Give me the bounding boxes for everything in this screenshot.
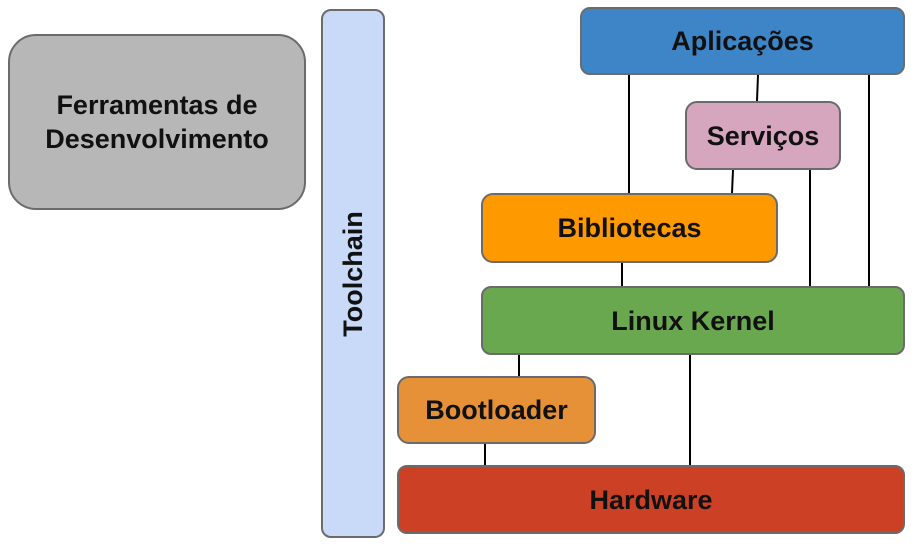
bibliotecas-box: Bibliotecas	[481, 193, 778, 263]
linux-kernel-box: Linux Kernel	[481, 286, 905, 355]
linux-kernel-label: Linux Kernel	[611, 305, 775, 336]
servicos-label: Serviços	[706, 120, 820, 151]
bibliotecas-label: Bibliotecas	[557, 213, 702, 243]
toolchain-label: Toolchain	[338, 210, 368, 337]
hardware-box: Hardware	[397, 465, 905, 534]
ferramentas-de-desenvolvimento-box: Ferramentas de Desenvolvimento	[8, 34, 306, 210]
link-aplicacoes-servicos	[756, 74, 759, 102]
hardware-label: Hardware	[589, 484, 713, 515]
link-servicos-bibliotecas	[731, 169, 734, 194]
ferramentas-label-line1: Ferramentas de	[56, 90, 258, 120]
bootloader-box: Bootloader	[397, 376, 596, 444]
ferramentas-label-line2: Desenvolvimento	[45, 124, 269, 154]
toolchain-box: Toolchain	[321, 9, 385, 538]
aplicacoes-label: Aplicações	[671, 26, 814, 56]
bootloader-label: Bootloader	[425, 395, 568, 425]
aplicacoes-box: Aplicações	[580, 7, 905, 75]
servicos-box: Serviços	[685, 101, 841, 170]
